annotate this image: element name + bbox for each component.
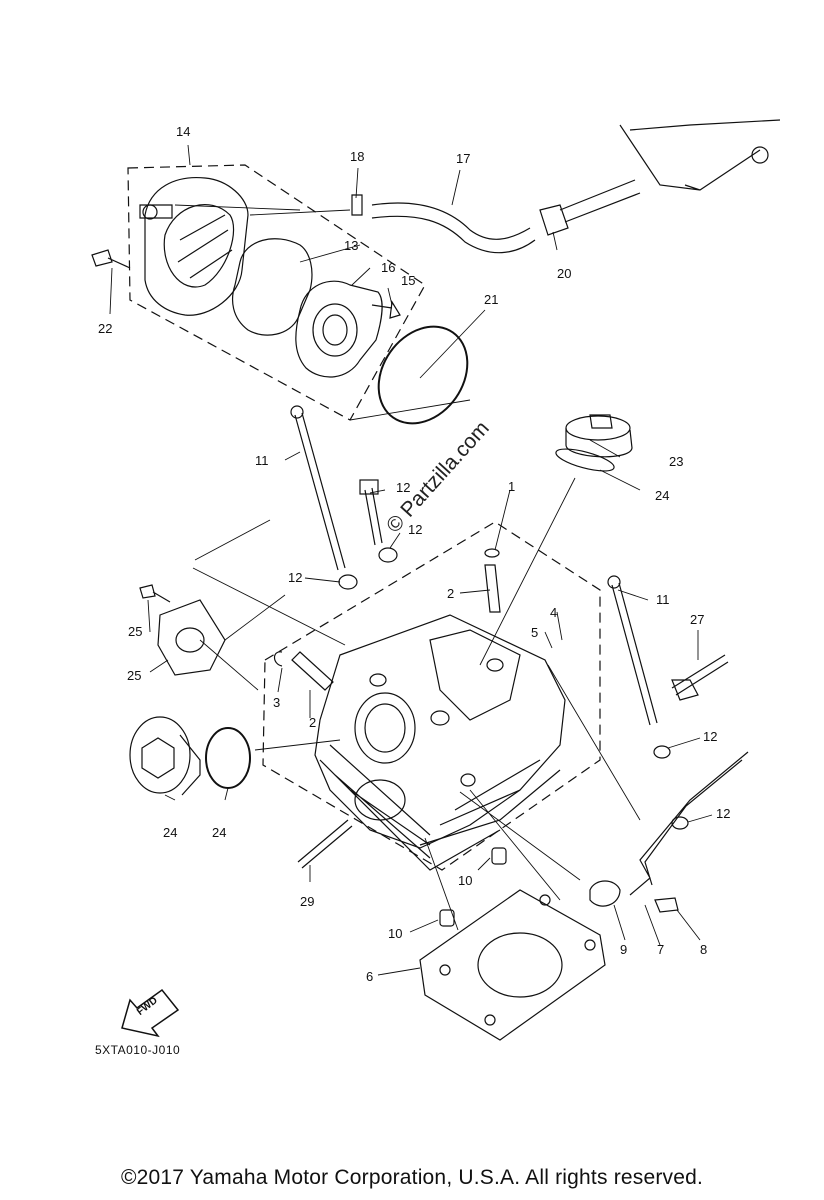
callout-22: 21 [484, 292, 498, 307]
bolt-23 [91, 249, 131, 269]
callout-8: 8 [700, 942, 707, 957]
cylinder-head [314, 614, 566, 871]
callout-29: 29 [300, 894, 314, 909]
callout-19: 17 [456, 151, 470, 166]
breather-assembly-box [127, 164, 426, 421]
fwd-arrow-icon [121, 988, 180, 1038]
callout-12c: 12 [716, 806, 730, 821]
callout-3: 3 [273, 695, 280, 710]
callout-20: 18 [350, 149, 364, 164]
gasket-9 [589, 880, 621, 907]
callout-27: 25 [128, 624, 142, 639]
copyright-notice: ©2017 Yamaha Motor Corporation, U.S.A. A… [120, 1166, 704, 1189]
callout-21: 20 [557, 266, 571, 281]
stud-bolt-left [294, 412, 346, 571]
washer-12 [338, 574, 358, 590]
callout-12b: 12 [703, 729, 717, 744]
callout-14: 12 [408, 522, 422, 537]
breather-hose [371, 202, 536, 254]
callout-23: 22 [98, 321, 112, 336]
callout-24: 23 [669, 454, 683, 469]
callout-10b: 10 [388, 926, 402, 941]
o-ring [377, 325, 469, 425]
cap-top [565, 414, 633, 458]
callout-2b: 2 [309, 715, 316, 730]
valve-guide-left [291, 651, 334, 691]
callout-26: 25 [127, 668, 141, 683]
diagram-code: 5XTA010-J010 [95, 1043, 181, 1057]
callout-10: 10 [458, 873, 472, 888]
cylinder-head-box [262, 521, 601, 871]
callout-15: 14 [176, 124, 190, 139]
callout-7: 7 [657, 942, 664, 957]
bracket-26 [157, 599, 226, 676]
stud-29 [297, 819, 353, 869]
callout-13: 12 [396, 480, 410, 495]
callout-18: 15 [401, 273, 415, 288]
cap-left [129, 716, 201, 796]
bolt-18 [371, 300, 401, 319]
o-ring-25-top [555, 448, 615, 472]
callout-11: 11 [255, 453, 269, 468]
callout-25b: 24 [212, 825, 226, 840]
callout-16: 16 [381, 260, 395, 275]
callout-6: 6 [366, 969, 373, 984]
hose-clamp [351, 194, 363, 216]
callout-17: 13 [344, 238, 358, 253]
bolt-8 [654, 897, 679, 913]
callout-1: 1 [508, 479, 515, 494]
breather-plate [295, 280, 383, 378]
dowel-pin [491, 847, 507, 865]
valve-guide [484, 564, 501, 613]
bolt-27 [139, 584, 171, 603]
callout-24b: 24 [163, 825, 177, 840]
circlip [273, 651, 283, 667]
callout-11b: 11 [656, 592, 670, 607]
breather-housing [139, 176, 249, 316]
washer-14 [378, 547, 398, 563]
oil-delivery-pipe [629, 751, 749, 896]
frame-section [619, 119, 781, 191]
gasket [232, 238, 313, 336]
callout-25: 24 [655, 488, 669, 503]
callout-2: 2 [447, 586, 454, 601]
spark-plug [671, 654, 729, 701]
hose-clamp-21 [539, 204, 569, 236]
callout-4: 4 [550, 605, 557, 620]
cylinder-gasket [419, 889, 606, 1041]
callout-12: 12 [288, 570, 302, 585]
callout-9: 9 [620, 942, 627, 957]
bolt-13 [364, 487, 383, 546]
o-ring-25-left [205, 727, 251, 789]
callout-28: 27 [690, 612, 704, 627]
stud-bolt-right [611, 582, 658, 726]
callout-5: 5 [531, 625, 538, 640]
